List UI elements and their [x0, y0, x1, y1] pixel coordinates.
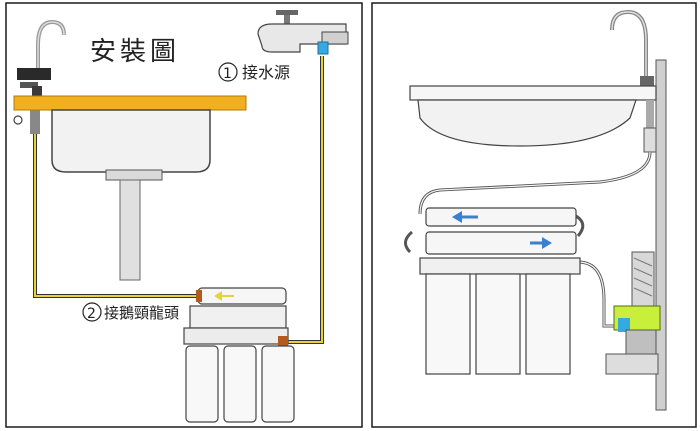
step-1-number: 1 — [223, 66, 232, 82]
right-panel-frame — [371, 2, 697, 428]
filter-housing-right — [419, 257, 581, 375]
left-panel: 安裝圖 1 — [5, 2, 363, 428]
step-2-callout: 2 接鵝頸龍頭 — [82, 302, 179, 322]
flow-arrow-icon — [542, 237, 552, 249]
faucet-icon — [610, 9, 654, 88]
step-2-label: 接鵝頸龍頭 — [104, 304, 179, 322]
step-1-callout: 1 接水源 — [218, 62, 290, 82]
shutoff-valve-icon — [605, 251, 661, 375]
counter-top — [13, 95, 247, 111]
wall — [655, 59, 667, 411]
flow-arrow-icon — [452, 211, 462, 223]
step-1-badge — [218, 62, 238, 82]
sink-basin — [51, 109, 211, 281]
water-pipes — [33, 56, 324, 344]
post-filter-cartridge — [196, 287, 287, 305]
step-2-badge — [82, 302, 102, 322]
step-2-number: 2 — [87, 306, 96, 322]
right-panel — [371, 2, 697, 428]
step-1-label: 接水源 — [242, 63, 290, 82]
diagram-title: 安裝圖 — [90, 37, 180, 67]
sink-side-view — [409, 85, 657, 153]
filter-unit-left — [183, 305, 295, 423]
left-panel-frame — [5, 2, 363, 428]
post-filter-right — [425, 207, 577, 227]
water-tap-icon — [257, 10, 349, 55]
flow-arrow-icon — [214, 291, 222, 301]
inline-cartridge-right — [425, 231, 577, 255]
gooseneck-faucet-icon — [13, 19, 66, 134]
